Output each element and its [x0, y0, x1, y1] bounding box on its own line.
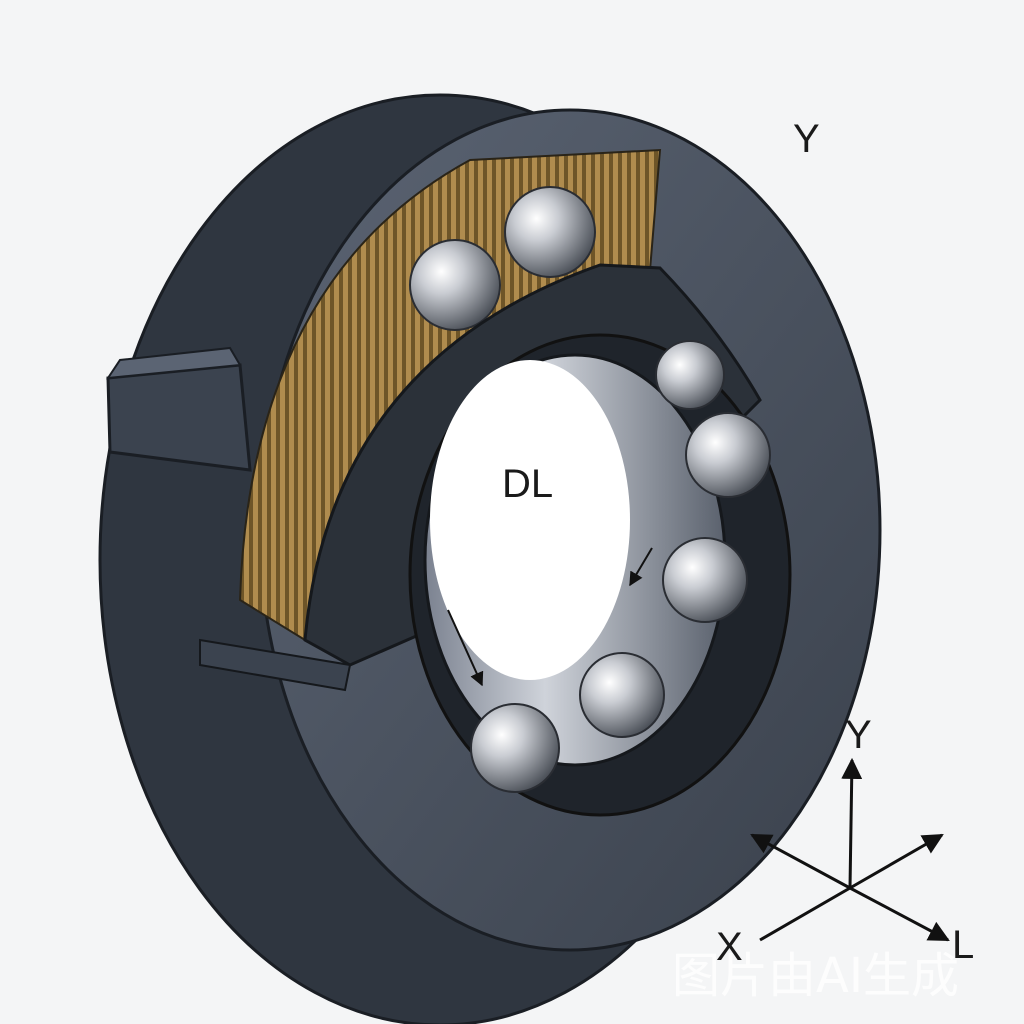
label-center-dl: DL	[502, 462, 553, 506]
axis-l-line	[849, 886, 950, 942]
label-top-y: Y	[793, 117, 820, 161]
ball-lower-2	[470, 703, 560, 793]
ball-upper-1	[409, 239, 501, 331]
ball-upper-2	[504, 186, 596, 278]
ai-watermark: 图片由AI生成	[672, 948, 959, 1004]
axis-y-line	[841, 757, 863, 889]
bore-hole-back	[430, 360, 630, 680]
axis-upper-left-line	[750, 833, 851, 890]
axis-upper-right-line	[849, 833, 944, 890]
arrow-inner-left	[447, 609, 484, 687]
label-axis-y: Y	[845, 713, 872, 757]
label-axis-l: L	[952, 923, 974, 967]
housing-side-tab-face	[105, 346, 242, 380]
ball-right-3	[662, 537, 748, 623]
axis-x-line	[759, 886, 851, 942]
ball-lower-1	[579, 652, 665, 738]
ball-right-1	[655, 340, 725, 410]
label-axis-x: X	[716, 925, 743, 969]
axis-triad	[750, 757, 950, 942]
housing-lower-notch	[199, 638, 352, 692]
housing-side-tab	[106, 363, 252, 472]
arrow-inner-right	[629, 547, 653, 587]
ball-right-2	[685, 412, 771, 498]
